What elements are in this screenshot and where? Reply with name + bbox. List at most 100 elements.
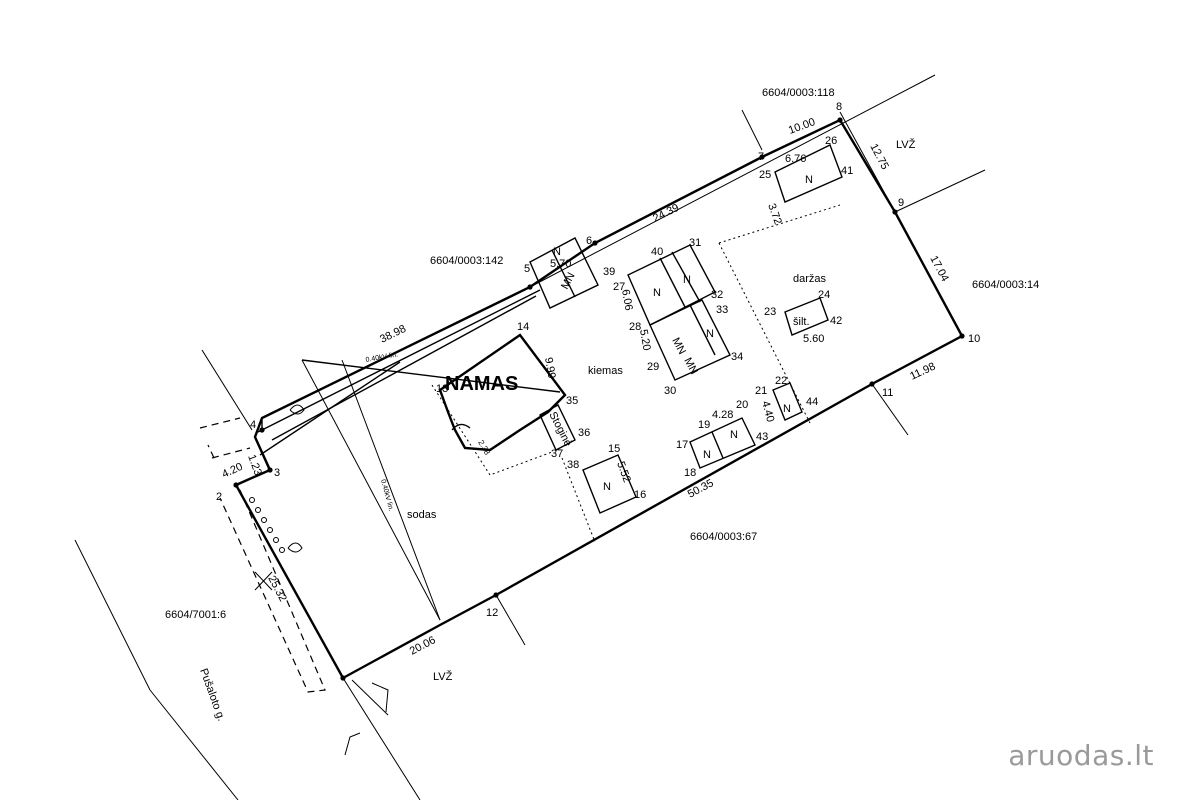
greenhouse-label: šilt. (793, 316, 810, 328)
n17-code: N (703, 449, 711, 461)
point-label-24: 24 (818, 289, 830, 301)
house-label: NAMAS (445, 373, 518, 395)
building-n19: N N 4.28 (689, 409, 756, 469)
point-label-31: 31 (689, 237, 701, 249)
zone-dividers (431, 204, 841, 543)
parcel-east: 6604/0003:14 (972, 279, 1039, 291)
n15-length: 5.52 (614, 460, 633, 484)
point-label-30: 30 (664, 385, 676, 397)
street-label: Pušaloto g. (197, 667, 227, 723)
point-label-18: 18 (684, 467, 696, 479)
parcel-south: 6604/0003:67 (690, 531, 757, 543)
n33-code: N (706, 328, 714, 340)
point-label-14: 14 (517, 321, 529, 333)
point-label-39: 39 (603, 266, 615, 278)
point-label-17: 17 (676, 439, 688, 451)
house: NAMAS 2.38 (438, 333, 567, 457)
point-label-33: 33 (716, 304, 728, 316)
point-label-19: 19 (698, 419, 710, 431)
point-label-37: 37 (551, 448, 563, 460)
house-length: 9.99 (542, 356, 558, 379)
parcel-labels: 6604/0003:118 6604/0003:142 6604/0003:14… (165, 87, 1039, 621)
n19-code: N (730, 429, 738, 441)
point-label-21: 21 (755, 385, 767, 397)
dim-10-11: 11.98 (908, 361, 937, 383)
dimension-labels: 24.39 10.00 12.75 17.04 11.98 50.35 20.0… (220, 116, 951, 658)
point-label-36: 36 (578, 427, 590, 439)
dim-1-2: 25.32 (265, 574, 289, 604)
point-label-2: 2 (216, 491, 222, 503)
point-label-35: 35 (566, 395, 578, 407)
n15-code: N (603, 481, 611, 493)
shed: Stoginė (539, 404, 576, 451)
watermark-brand: aruodas (1008, 739, 1125, 772)
n21-code: N (783, 403, 791, 415)
point-labels: 2 3 4 5 6 7 8 9 10 11 12 13 14 15 16 17 … (216, 101, 980, 619)
point-label-29: 29 (647, 361, 659, 373)
point-label-15: 15 (608, 443, 620, 455)
n31-code: N (683, 274, 691, 286)
power-line-label-b: 0.40kV lin. (379, 479, 394, 512)
n-line-a: 6.06 (619, 288, 635, 311)
building-n25: N 6.76 3.72 (765, 144, 843, 226)
building-n6: N 5.70 MN (529, 237, 599, 309)
point-label-20: 20 (736, 399, 748, 411)
point-label-11: 11 (882, 387, 893, 399)
parcel-north: 6604/0003:118 (762, 87, 835, 99)
point-label-8: 8 (836, 101, 842, 113)
greenhouse: šilt. 5.60 (784, 297, 829, 345)
point-label-38: 38 (567, 459, 579, 471)
point-label-42: 42 (830, 315, 842, 327)
point-label-3: 3 (274, 467, 280, 479)
yard-label: kiemas (588, 365, 623, 377)
point-label-44: 44 (806, 396, 818, 408)
n25-width: 3.72 (765, 202, 784, 226)
n6-code: N (553, 246, 561, 258)
watermark-tld: .lt (1124, 739, 1154, 772)
point-label-10: 10 (968, 333, 980, 345)
n-line-b: 5.20 (637, 328, 653, 351)
context-lines (74, 74, 986, 800)
point-label-43: 43 (756, 431, 768, 443)
point-label-26: 26 (825, 135, 837, 147)
point-label-13: 13 (436, 383, 448, 395)
dim-4-5: 38.98 (378, 323, 408, 346)
point-label-16: 16 (634, 489, 646, 501)
orchard-label: sodas (407, 509, 437, 521)
point-label-5: 5 (524, 263, 530, 275)
dim-2-3: 4.20 (220, 461, 244, 481)
n19-length: 4.28 (712, 409, 733, 421)
building-group-27: N N MN N MN 6.06 5.20 (619, 244, 731, 381)
n6-mn: MN (559, 271, 578, 292)
point-label-23: 23 (764, 306, 776, 318)
hedge (249, 404, 305, 591)
point-label-6: 6 (586, 235, 592, 247)
point-label-9: 9 (898, 197, 904, 209)
point-label-4: 4 (250, 419, 256, 431)
point-label-22: 22 (775, 375, 787, 387)
road-edge (199, 417, 326, 693)
lvz-label-south: LVŽ (433, 670, 453, 683)
building-n15: N 5.52 (582, 454, 637, 514)
point-label-28: 28 (629, 321, 641, 333)
watermark: aruodas.lt (1008, 739, 1154, 772)
survey-points (233, 117, 965, 681)
point-label-34: 34 (731, 351, 743, 363)
point-label-25: 25 (759, 169, 771, 181)
n21-length: 4.40 (759, 400, 776, 424)
n6-length: 5.70 (550, 258, 571, 270)
power-lines (257, 289, 561, 621)
garden-label: daržas (793, 273, 827, 285)
parcel-northwest: 6604/0003:142 (430, 255, 503, 267)
shed-width-label: 2.38 (476, 439, 492, 457)
n27-code: N (653, 287, 661, 299)
dim-3-4: 1.23 (245, 453, 264, 477)
point-label-12: 12 (486, 607, 498, 619)
point-label-7: 7 (758, 151, 764, 163)
dim-12-1: 20.06 (408, 634, 438, 658)
n25-code: N (805, 174, 813, 186)
point-label-40: 40 (651, 246, 663, 258)
n28-mn: MN (669, 336, 688, 357)
